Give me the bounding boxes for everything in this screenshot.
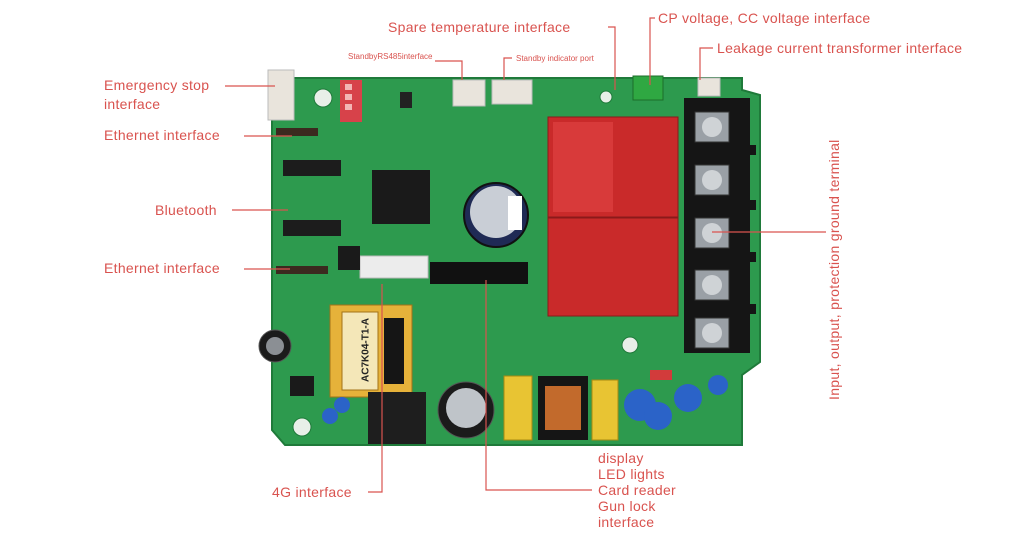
ethernet-header-top	[276, 128, 318, 136]
ribbon-header	[430, 262, 528, 284]
y-capacitor	[334, 397, 350, 413]
x-capacitor	[503, 375, 533, 441]
screw-head	[702, 275, 722, 295]
terminal-divider	[736, 200, 756, 210]
transformer-coil	[384, 318, 404, 384]
mounting-hole	[599, 90, 613, 104]
terminal-divider	[736, 252, 756, 262]
choke-winding	[545, 386, 581, 430]
label-gun-lock: Gun lock	[598, 498, 656, 514]
leader-display	[485, 280, 592, 491]
dip-switch	[340, 80, 362, 122]
label-emergency-stop-line2: interface	[104, 96, 161, 112]
label-spare-temperature: Spare temperature interface	[388, 19, 571, 35]
leader-rs485	[435, 60, 463, 80]
varistor	[708, 375, 728, 395]
leader-spare-temperature	[608, 26, 616, 90]
dip-lever	[345, 84, 352, 90]
screw-head	[702, 223, 722, 243]
leader-4g	[368, 284, 383, 493]
leader-cp-cc	[649, 17, 655, 85]
capacitor-top	[266, 337, 284, 355]
label-ethernet-bottom: Ethernet interface	[104, 260, 220, 276]
terminal-divider	[736, 304, 756, 314]
fuse	[650, 370, 672, 380]
terminal-divider	[736, 145, 756, 155]
capacitor-top	[446, 388, 486, 428]
label-gun-lock-interface: interface	[598, 514, 655, 530]
white-connector	[359, 255, 429, 279]
label-ethernet-top: Ethernet interface	[104, 127, 220, 143]
leakage-connector	[697, 77, 721, 97]
relay-shade	[553, 122, 613, 212]
label-led-lights: LED lights	[598, 466, 665, 482]
label-terminal: Input, output, protection ground termina…	[826, 139, 842, 400]
varistor	[674, 384, 702, 412]
emergency-stop-connector	[267, 69, 295, 121]
label-emergency-stop-line1: Emergency stop	[104, 77, 210, 93]
bluetooth-module-row	[283, 220, 341, 236]
bluetooth-module-row	[283, 160, 341, 176]
mcu-chip	[372, 170, 430, 224]
varistor	[644, 402, 672, 430]
mounting-hole	[292, 417, 312, 437]
label-bluetooth: Bluetooth	[155, 202, 217, 218]
screw-head	[702, 170, 722, 190]
ethernet-header-bottom	[276, 266, 328, 274]
label-display: display	[598, 450, 644, 466]
mounting-hole	[313, 88, 333, 108]
leader-leakage	[699, 47, 713, 80]
label-leakage: Leakage current transformer interface	[717, 40, 963, 56]
leader-indicator	[503, 57, 512, 80]
mounting-hole	[621, 336, 639, 354]
label-4g: 4G interface	[272, 484, 352, 500]
cp-cc-connector	[632, 75, 664, 101]
bridge-rectifier	[290, 376, 314, 396]
label-card-reader: Card reader	[598, 482, 677, 498]
screw-head	[702, 323, 722, 343]
indicator-connector	[491, 79, 533, 105]
label-rs485: StandbyRS485interface	[348, 52, 433, 61]
relay-bottom	[547, 217, 679, 317]
temperature-connector	[452, 79, 486, 107]
capacitor-highlight	[508, 196, 522, 230]
regulator	[338, 246, 360, 270]
x-capacitor	[591, 379, 619, 441]
transformer-label-plate	[341, 311, 379, 391]
y-capacitor	[322, 408, 338, 424]
transformer-text: AC7K04-T1-A	[361, 318, 372, 382]
dip-lever	[345, 94, 352, 100]
dip-lever	[345, 104, 352, 110]
4g-heatsink	[368, 392, 426, 444]
label-indicator: Standby indicator port	[516, 54, 594, 63]
screw-head	[702, 117, 722, 137]
small-ic	[400, 92, 412, 108]
label-cp-cc: CP voltage, CC voltage interface	[658, 10, 871, 26]
